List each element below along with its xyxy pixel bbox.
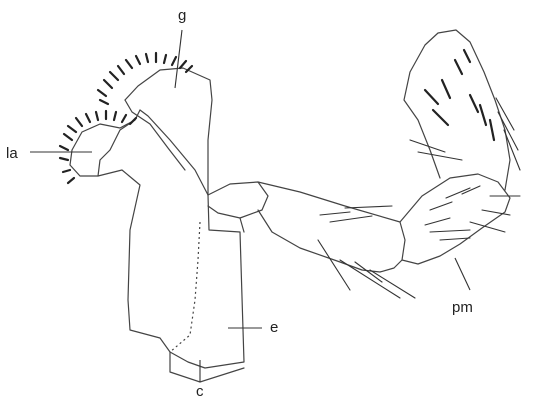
label-e: e [270,319,278,336]
leader-lines [30,30,470,382]
lacinia [70,120,135,176]
label-pm: pm [452,299,473,316]
palp [208,30,510,272]
cardo [170,352,244,382]
pm-leader-line [455,258,470,290]
galea [125,68,212,195]
label-g: g [178,7,186,24]
label-la: la [6,145,18,162]
label-c: c [196,383,204,400]
stipes [98,110,244,368]
